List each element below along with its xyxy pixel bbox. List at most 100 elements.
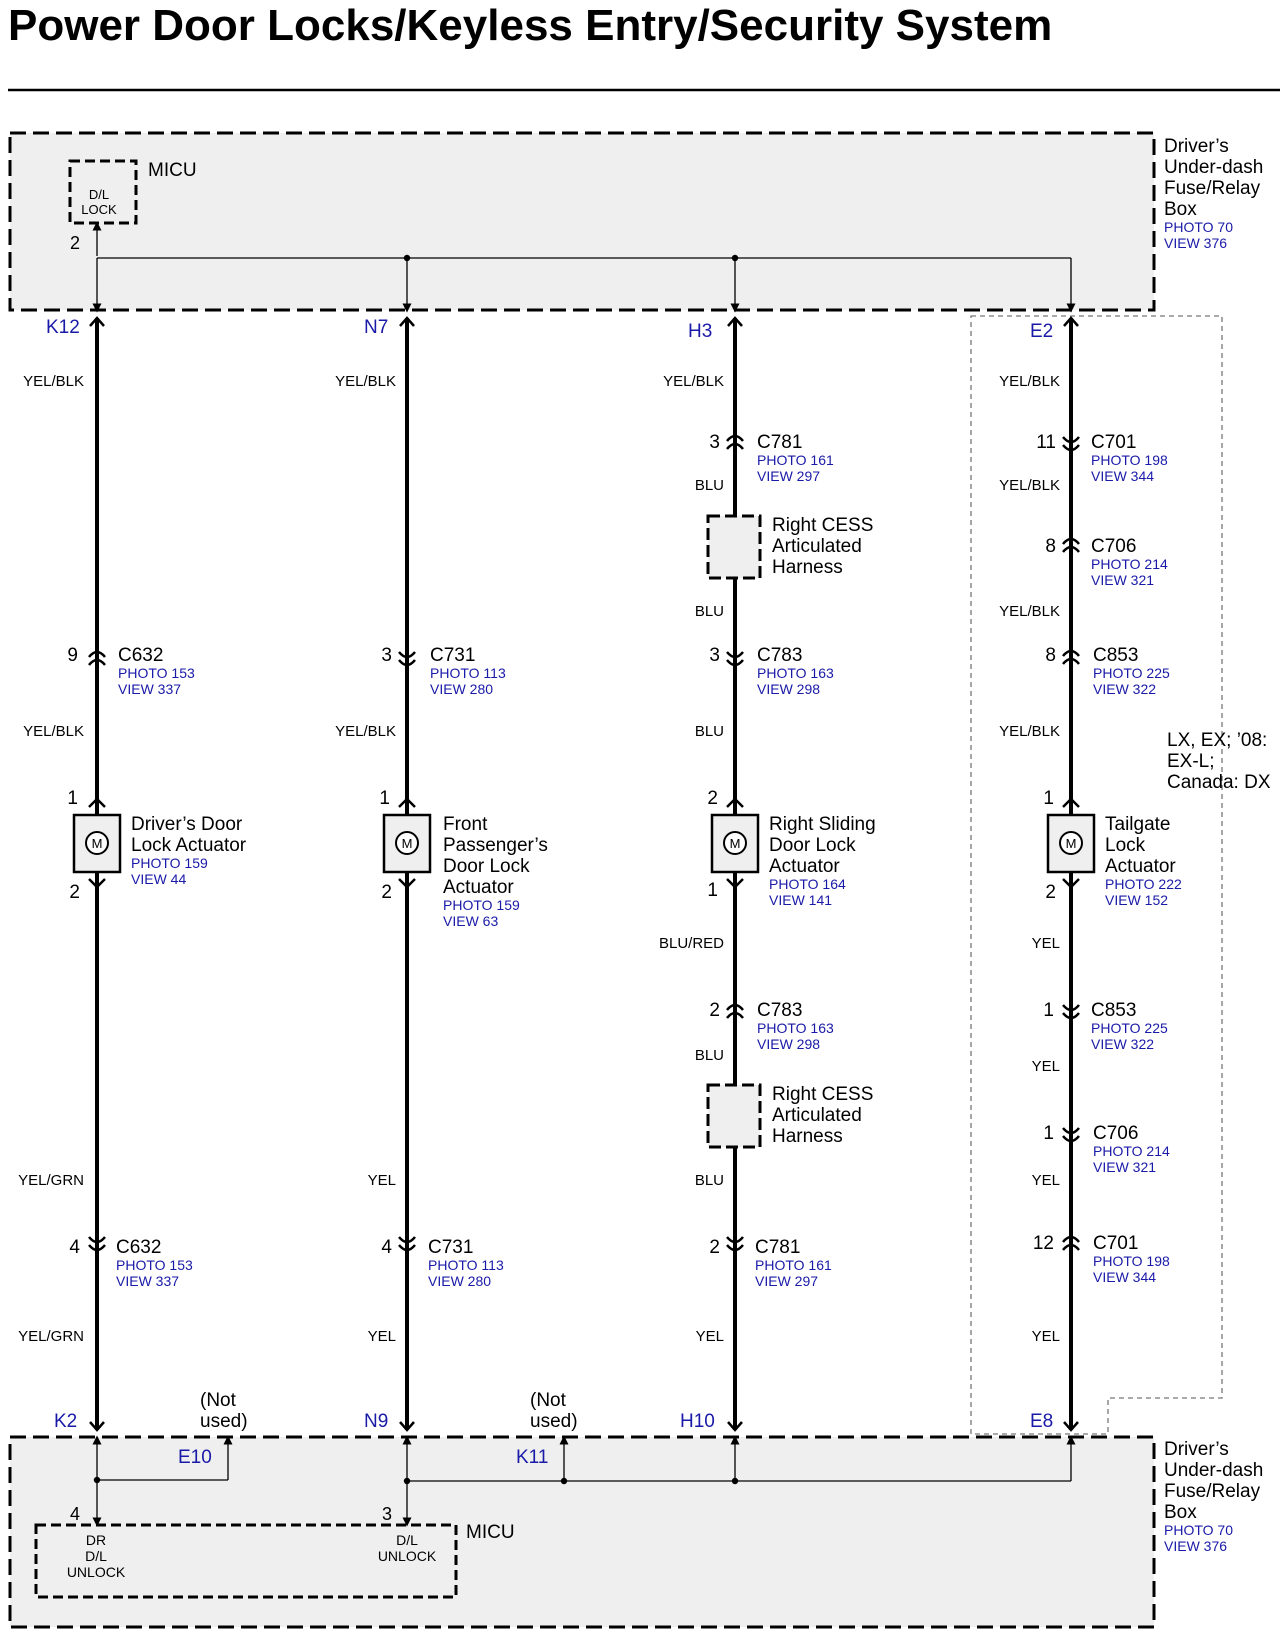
option-note-line-3: Canada: DX <box>1167 772 1271 793</box>
connector-pin: 11 <box>1036 432 1056 453</box>
dl-lock-label-1: D/L <box>89 187 109 202</box>
wire-color-label: YEL/BLK <box>999 723 1060 740</box>
connector-photo: PHOTO 161 <box>757 452 834 468</box>
connector-view: VIEW 337 <box>118 681 181 697</box>
terminal-e2: E2 <box>1030 321 1053 342</box>
harness-2: Right CESS Articulated Harness <box>706 1083 873 1149</box>
wire-color-label: YEL <box>1032 1058 1060 1075</box>
wire-color-label: YEL/BLK <box>335 723 396 740</box>
harness-1: Right CESS Articulated Harness <box>706 514 873 580</box>
connector-pin: 4 <box>381 1237 392 1258</box>
connector-view: VIEW 321 <box>1091 572 1154 588</box>
actuator-photo: PHOTO 222 <box>1105 876 1182 892</box>
wire-color-label: YEL <box>1032 1328 1060 1345</box>
top-box-label-4: Box <box>1164 199 1197 220</box>
bottom-box-label: Driver’s Under-dash Fuse/Relay Box PHOTO… <box>1164 1439 1263 1554</box>
connector-photo: PHOTO 225 <box>1093 665 1170 681</box>
connector-view: VIEW 344 <box>1093 1269 1156 1285</box>
connector-photo: PHOTO 163 <box>757 1020 834 1036</box>
connector-view: VIEW 337 <box>116 1273 179 1289</box>
actuator-view: VIEW 141 <box>769 892 832 908</box>
actuator-label-1: Driver’s Door <box>131 814 243 835</box>
terminal-k2: K2 <box>54 1411 77 1432</box>
dr-unlock-label-1: DR <box>86 1532 106 1548</box>
bottom-box-photo: PHOTO 70 <box>1164 1522 1233 1538</box>
option-note-line-2: EX-L; <box>1167 751 1215 772</box>
harness-label-1: Right CESS <box>772 515 873 536</box>
wire-color-label: YEL/GRN <box>18 1328 84 1345</box>
actuator-label-1: Front <box>443 814 488 835</box>
connector-pin: 9 <box>67 645 78 666</box>
connector-name: C783 <box>757 645 802 666</box>
connector-photo: PHOTO 225 <box>1091 1020 1168 1036</box>
top-box-label-1: Driver’s <box>1164 136 1229 157</box>
connector-name: C701 <box>1091 432 1136 453</box>
connector-view: VIEW 344 <box>1091 468 1154 484</box>
connector-c706-bottom: 1 C706 PHOTO 214 VIEW 321 <box>1043 1123 1170 1175</box>
connector-name: C853 <box>1093 645 1138 666</box>
actuator-pin-bottom: 2 <box>69 882 80 903</box>
wire-color-label: BLU <box>695 1047 724 1064</box>
bottom-box-label-4: Box <box>1164 1502 1197 1523</box>
harness-label-2: Articulated <box>772 536 862 557</box>
not-used-1-line-1: (Not <box>200 1390 237 1411</box>
terminal-e8: E8 <box>1030 1411 1053 1432</box>
connector-c632-bottom: 4 C632 PHOTO 153 VIEW 337 <box>69 1236 193 1289</box>
connector-c731-bottom: 4 C731 PHOTO 113 VIEW 280 <box>381 1236 504 1289</box>
motor-icon: M <box>1066 836 1077 851</box>
connector-name: C853 <box>1091 1000 1136 1021</box>
connector-photo: PHOTO 113 <box>430 665 506 681</box>
harness-label-3: Harness <box>772 557 843 578</box>
actuator-view: VIEW 44 <box>131 871 186 887</box>
wire-color-label: YEL/BLK <box>663 373 724 390</box>
connector-c853-bottom: 1 C853 PHOTO 225 VIEW 322 <box>1043 1000 1168 1052</box>
dl-lock-label-2: LOCK <box>81 202 117 217</box>
option-region <box>970 315 1223 1435</box>
connector-photo: PHOTO 214 <box>1091 556 1168 572</box>
harness-label-2: Articulated <box>772 1105 862 1126</box>
actuator-pin-top: 2 <box>707 788 718 809</box>
connector-name: C781 <box>757 432 802 453</box>
motor-icon: M <box>730 836 741 851</box>
motor-icon: M <box>92 836 103 851</box>
option-note: LX, EX; ’08: EX-L; Canada: DX <box>1167 730 1271 793</box>
actuator-label-3: Actuator <box>769 856 840 877</box>
actuator-pin-top: 1 <box>379 788 390 809</box>
connector-name: C706 <box>1093 1123 1138 1144</box>
wire-color-label: BLU <box>695 1172 724 1189</box>
harness-label-3: Harness <box>772 1126 843 1147</box>
actuator-pin-bottom: 1 <box>707 880 718 901</box>
connector-view: VIEW 322 <box>1093 681 1156 697</box>
connector-pin: 1 <box>1043 1000 1054 1021</box>
connector-c783-top: 3 C783 PHOTO 163 VIEW 298 <box>709 645 834 697</box>
actuator-passenger: M 1 2 Front Passenger’s Door Lock Actuat… <box>379 788 548 929</box>
wire-color-label: YEL <box>1032 1172 1060 1189</box>
connector-photo: PHOTO 113 <box>428 1257 504 1273</box>
connector-view: VIEW 297 <box>755 1273 818 1289</box>
wire-color-label: YEL/BLK <box>23 723 84 740</box>
connector-photo: PHOTO 163 <box>757 665 834 681</box>
wire-color-label: BLU <box>695 603 724 620</box>
connector-photo: PHOTO 153 <box>116 1257 193 1273</box>
connector-view: VIEW 297 <box>757 468 820 484</box>
dl-unlock-label-1: D/L <box>396 1532 418 1548</box>
connector-c706-top: 8 C706 PHOTO 214 VIEW 321 <box>1045 536 1168 588</box>
connector-c783-bottom: 2 C783 PHOTO 163 VIEW 298 <box>709 1000 834 1052</box>
actuator-view: VIEW 63 <box>443 913 498 929</box>
wire-color-label: YEL/GRN <box>18 1172 84 1189</box>
connector-name: C706 <box>1091 536 1136 557</box>
actuator-pin-bottom: 2 <box>381 882 392 903</box>
option-note-line-1: LX, EX; ’08: <box>1167 730 1267 751</box>
dr-unlock-label-3: UNLOCK <box>67 1564 126 1580</box>
not-used-2-line-1: (Not <box>530 1390 567 1411</box>
wire-color-label: YEL <box>368 1328 396 1345</box>
connector-c632-top: 9 C632 PHOTO 153 VIEW 337 <box>67 645 195 697</box>
terminal-e10: E10 <box>178 1447 212 1468</box>
motor-icon: M <box>402 836 413 851</box>
actuator-pin-top: 1 <box>1043 788 1054 809</box>
actuator-pin-bottom: 2 <box>1045 882 1056 903</box>
connector-view: VIEW 280 <box>428 1273 491 1289</box>
connector-pin: 2 <box>709 1000 720 1021</box>
wire-color-label: YEL <box>696 1328 724 1345</box>
